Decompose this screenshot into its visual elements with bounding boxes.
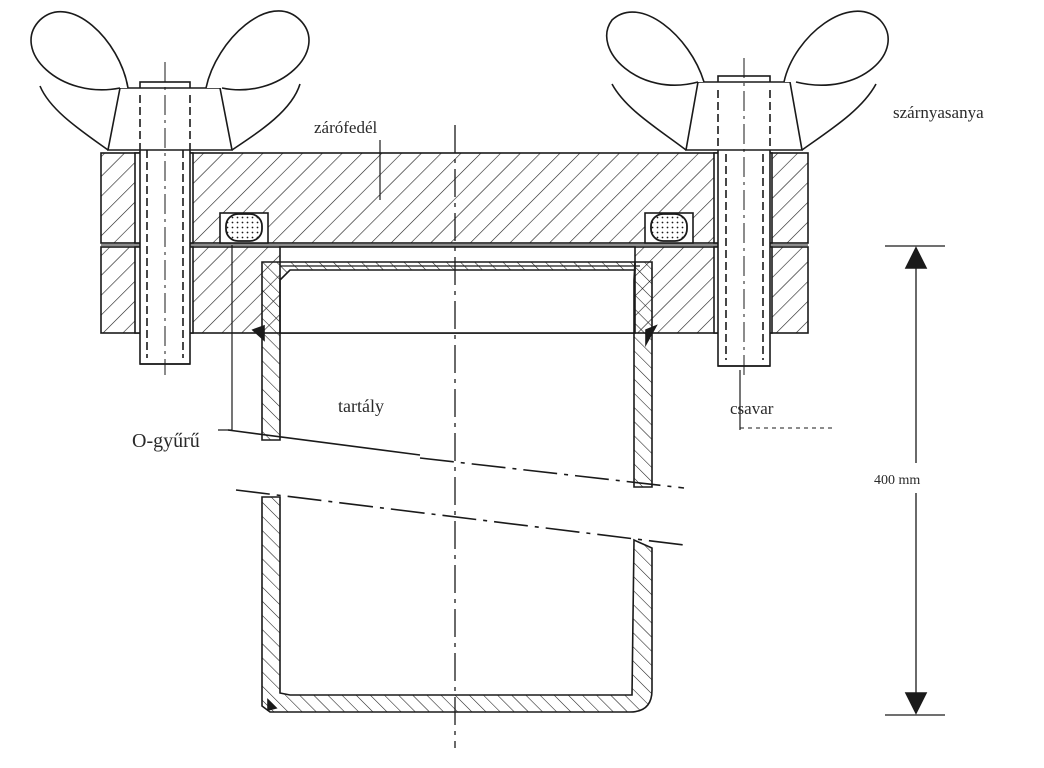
break-line <box>235 489 685 546</box>
dimension-height <box>872 245 962 716</box>
label-wing-nut: szárnyasanya <box>893 103 984 122</box>
label-bolt: csavar <box>730 399 774 418</box>
label-tank: tartály <box>338 396 384 416</box>
label-lid: zárófedél <box>314 118 378 137</box>
leader-o-ring <box>218 245 233 431</box>
label-height: 400 mm <box>874 473 920 488</box>
tank-wall <box>261 261 653 713</box>
break-line <box>419 457 685 489</box>
wing-nut-left <box>30 10 310 151</box>
break-line <box>227 429 421 456</box>
o-ring-left <box>225 213 263 242</box>
label-o-ring: O-gyűrű <box>132 430 200 452</box>
o-ring-right <box>650 213 688 242</box>
